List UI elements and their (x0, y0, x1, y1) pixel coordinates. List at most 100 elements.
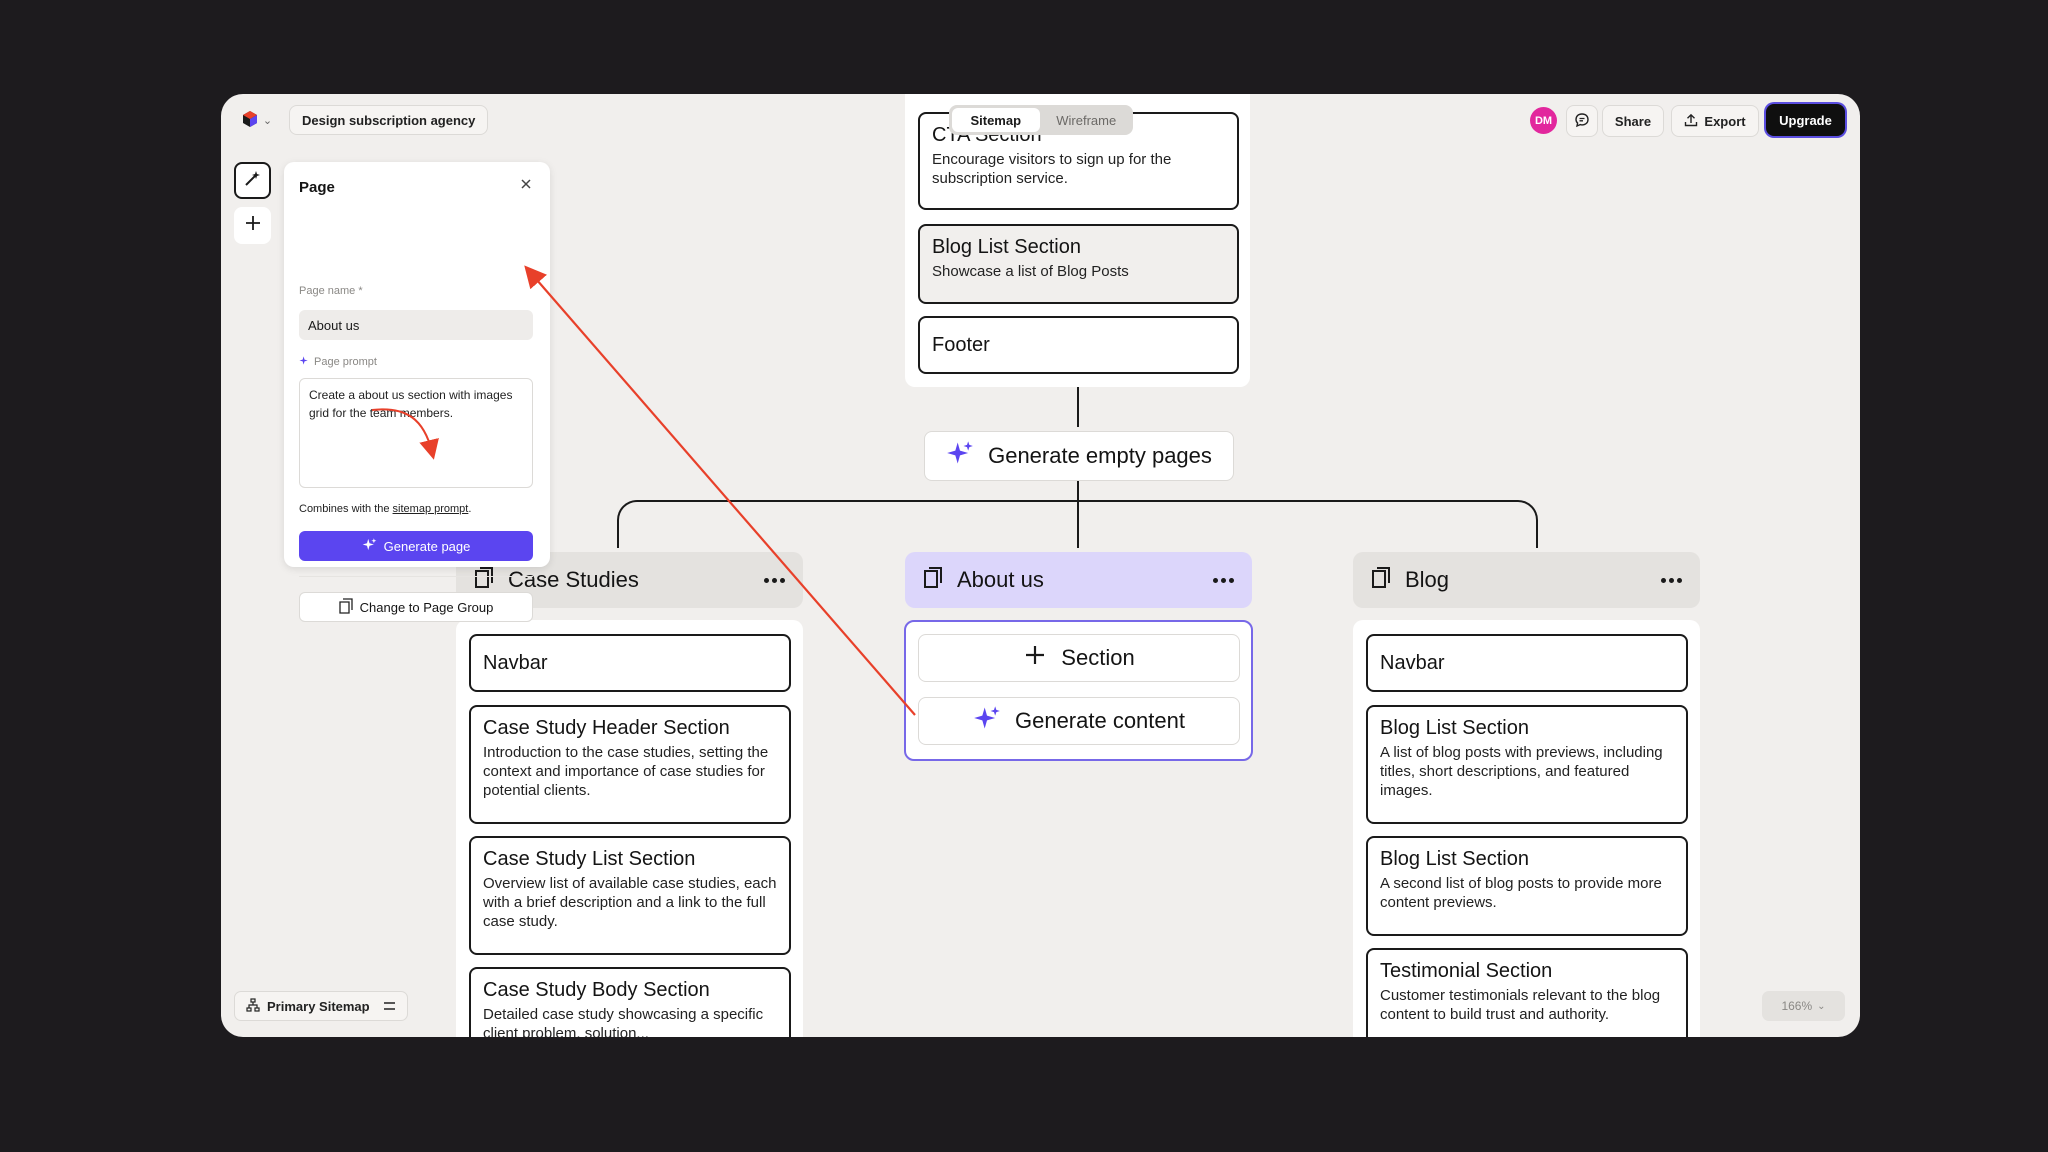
section-card[interactable]: Navbar (1366, 634, 1688, 692)
page-header-about-us[interactable]: About us (905, 552, 1252, 608)
button-label: Section (1061, 645, 1135, 670)
share-button[interactable]: Share (1602, 105, 1664, 137)
page-header-blog[interactable]: Blog (1353, 552, 1700, 608)
page-label: Case Studies (508, 567, 639, 592)
tab-wireframe[interactable]: Wireframe (1056, 112, 1117, 128)
section-description: A second list of blog posts to provide m… (1380, 875, 1662, 911)
generate-content-button[interactable]: Generate content (918, 697, 1240, 745)
page-panel: Page Page name * Page prompt Create a ab… (284, 162, 550, 622)
page-icon (1371, 566, 1391, 594)
button-label: Generate content (1014, 708, 1185, 733)
page-group-icon (338, 597, 353, 617)
note-prefix: Combines with the (299, 503, 393, 515)
magic-wand-icon (243, 168, 263, 193)
section-card[interactable]: Case Study Header Section Introduction t… (469, 705, 791, 824)
sitemap-prompt-link[interactable]: sitemap prompt (392, 503, 469, 515)
tab-sitemap[interactable]: Sitemap (952, 108, 1040, 132)
generate-empty-pages-button[interactable]: Generate empty pages (924, 431, 1234, 481)
chevron-down-icon: ⌄ (1817, 1000, 1826, 1012)
section-description: Encourage visitors to sign up for the su… (932, 151, 1172, 187)
sitemap-label: Primary Sitemap (267, 998, 370, 1014)
project-name: Design subscription agency (302, 112, 476, 128)
panel-title: Page (299, 179, 335, 196)
section-title: Blog List Section (1380, 717, 1529, 739)
generate-page-button[interactable]: Generate page (299, 531, 533, 561)
more-options-icon[interactable] (764, 577, 785, 583)
home-section-footer[interactable]: Footer (918, 316, 1239, 374)
zoom-control[interactable]: 166% ⌄ (1762, 991, 1845, 1021)
add-section-button[interactable]: Section (918, 634, 1240, 682)
menu-icon (383, 999, 396, 1014)
section-title: Footer (932, 334, 990, 356)
divider (299, 576, 533, 577)
sparkle-icon (299, 355, 310, 369)
section-description: Customer testimonials relevant to the bl… (1380, 987, 1661, 1023)
ai-edit-tool[interactable] (234, 162, 271, 199)
sparkle-icon (362, 537, 377, 555)
close-button[interactable] (516, 176, 536, 196)
section-title: Testimonial Section (1380, 960, 1553, 982)
view-switcher: Sitemap Wireframe (949, 105, 1133, 135)
section-card[interactable]: Blog List Section A second list of blog … (1366, 836, 1688, 936)
app-window: CTA Section Encourage visitors to sign u… (221, 94, 1860, 1037)
arrow-to-generate (371, 408, 439, 460)
combine-note: Combines with the sitemap prompt. (299, 503, 471, 515)
plus-icon (244, 214, 262, 237)
button-label: Change to Page Group (359, 599, 494, 615)
annotation-arrows (371, 265, 916, 716)
project-name-button[interactable]: Design subscription agency (289, 105, 489, 135)
page-label: About us (957, 567, 1044, 592)
sparkle-icon (973, 704, 1001, 738)
plus-icon (1023, 643, 1047, 673)
section-title: Case Study Header Section (483, 717, 730, 739)
sitemap-selector[interactable]: Primary Sitemap (234, 991, 408, 1021)
section-title: Blog List Section (932, 236, 1081, 258)
close-icon (520, 177, 532, 195)
section-description: Overview list of available case studies,… (483, 875, 777, 930)
section-title: Case Study List Section (483, 848, 696, 870)
cube-logo-icon (241, 110, 259, 131)
home-section-blog-list[interactable]: Blog List Section Showcase a list of Blo… (918, 224, 1239, 304)
add-page-tool[interactable] (234, 207, 271, 244)
page-label: Blog (1405, 567, 1450, 592)
note-suffix: . (468, 503, 472, 515)
button-label: Upgrade (1779, 112, 1832, 128)
upgrade-button[interactable]: Upgrade (1766, 104, 1845, 136)
button-label: Generate empty pages (988, 443, 1212, 468)
change-to-page-group-button[interactable]: Change to Page Group (299, 592, 533, 622)
section-title: Navbar (483, 652, 548, 674)
section-title: Blog List Section (1380, 848, 1529, 870)
arrow-to-page-name (524, 265, 916, 716)
section-description: Introduction to the case studies, settin… (483, 744, 769, 799)
page-icon (474, 566, 494, 594)
section-title: Navbar (1380, 652, 1445, 674)
zoom-level: 166% (1781, 999, 1813, 1013)
app-menu-button[interactable]: ⌄ (234, 105, 279, 135)
comments-button[interactable] (1566, 105, 1598, 137)
sitemap-canvas[interactable]: CTA Section Encourage visitors to sign u… (221, 94, 1860, 1037)
button-label: Export (1704, 113, 1746, 129)
page-prompt-textarea[interactable]: Create a about us section with images gr… (299, 378, 533, 488)
chevron-down-icon: ⌄ (262, 114, 273, 127)
section-card[interactable]: Navbar (469, 634, 791, 692)
page-name-input[interactable] (299, 310, 533, 340)
upload-icon (1684, 113, 1698, 130)
section-title: Case Study Body Section (483, 979, 710, 1001)
section-card[interactable]: Blog List Section A list of blog posts w… (1366, 705, 1688, 824)
section-description: A list of blog posts with previews, incl… (1380, 744, 1663, 799)
avatar[interactable]: DM (1530, 107, 1557, 134)
button-label: Generate page (383, 538, 471, 554)
label-text: Page prompt (314, 356, 377, 368)
sitemap-tree-icon (246, 997, 260, 1015)
more-options-icon[interactable] (1661, 577, 1682, 583)
section-card[interactable]: Case Study List Section Overview list of… (469, 836, 791, 955)
sparkle-icon (946, 439, 974, 473)
connector-line (1077, 500, 1079, 548)
button-label: Share (1614, 113, 1652, 129)
page-name-label: Page name * (299, 285, 363, 297)
more-options-icon[interactable] (1213, 577, 1234, 583)
section-description: Detailed case study showcasing a specifi… (483, 1006, 764, 1037)
section-card[interactable]: Testimonial Section Customer testimonial… (1366, 948, 1688, 1037)
export-button[interactable]: Export (1671, 105, 1759, 137)
section-card[interactable]: Case Study Body Section Detailed case st… (469, 967, 791, 1037)
